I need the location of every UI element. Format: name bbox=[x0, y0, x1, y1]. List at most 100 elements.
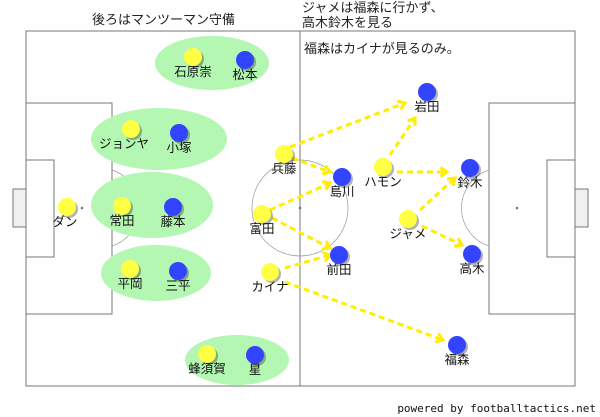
center-spot bbox=[298, 206, 302, 210]
center-circle bbox=[251, 159, 349, 257]
player-iwata[interactable]: 岩田 bbox=[414, 83, 440, 114]
pair-zone bbox=[101, 245, 211, 301]
player-marker[interactable] bbox=[236, 51, 254, 69]
player-marker[interactable] bbox=[58, 198, 76, 216]
player-marker[interactable] bbox=[253, 205, 271, 223]
player-marker[interactable] bbox=[170, 124, 188, 142]
right-note: 福森はカイナが見るのみ。 bbox=[304, 42, 460, 57]
player-name: ダン bbox=[52, 214, 77, 229]
right-title-line1: ジャメは福森に行かず、 bbox=[302, 1, 444, 16]
arrow-head bbox=[321, 180, 333, 191]
player-suzuki[interactable]: 鈴木 bbox=[457, 159, 483, 190]
player-maeda[interactable]: 前田 bbox=[326, 246, 352, 277]
player-marker[interactable] bbox=[261, 263, 279, 281]
pair-zones bbox=[91, 36, 289, 385]
player-name: 蜂須賀 bbox=[188, 361, 226, 376]
right-penalty-box bbox=[488, 102, 576, 315]
player-marker[interactable] bbox=[246, 346, 264, 364]
player-hachisuka[interactable]: 蜂須賀 bbox=[188, 345, 226, 376]
player-marker[interactable] bbox=[333, 168, 351, 186]
marking-arrow bbox=[291, 156, 331, 174]
marking-arrow bbox=[284, 280, 444, 342]
player-name: 藤本 bbox=[160, 214, 186, 229]
pair-zone bbox=[91, 172, 213, 238]
player-tomita[interactable]: 富田 bbox=[249, 205, 275, 236]
player-name: 鈴木 bbox=[457, 175, 483, 190]
player-name: 三平 bbox=[165, 278, 190, 293]
player-marker[interactable] bbox=[184, 48, 202, 66]
right-penalty-arc bbox=[461, 169, 490, 247]
player-hiraoka[interactable]: 平岡 bbox=[117, 260, 143, 291]
player-marker[interactable] bbox=[164, 198, 182, 216]
player-marker[interactable] bbox=[275, 145, 293, 163]
player-fujimoto[interactable]: 藤本 bbox=[160, 198, 186, 229]
player-ishihara[interactable]: 石原崇 bbox=[174, 48, 212, 79]
arrow-head bbox=[439, 166, 450, 178]
player-mihira[interactable]: 三平 bbox=[165, 262, 191, 293]
footer-credit: powered by footballtactics.net bbox=[397, 402, 596, 415]
player-marker[interactable] bbox=[169, 262, 187, 280]
arrow-head bbox=[434, 332, 446, 344]
player-marker[interactable] bbox=[198, 345, 216, 363]
marking-arrow bbox=[421, 224, 463, 247]
right-goal-area bbox=[546, 159, 576, 258]
arrow-head bbox=[321, 240, 333, 251]
player-marker[interactable] bbox=[448, 336, 466, 354]
marking-arrow bbox=[271, 216, 331, 250]
player-name: ハモン bbox=[364, 174, 402, 189]
player-name: 兵藤 bbox=[271, 161, 297, 176]
arrow-head bbox=[321, 164, 333, 176]
marking-arrow bbox=[418, 176, 457, 212]
player-marker[interactable] bbox=[113, 197, 131, 215]
player-matsumoto[interactable]: 松本 bbox=[232, 51, 258, 82]
arrow-head bbox=[453, 237, 465, 248]
player-name: 平岡 bbox=[117, 276, 142, 291]
player-hoshi[interactable]: 星 bbox=[246, 346, 266, 377]
player-shimakawa[interactable]: 島川 bbox=[329, 168, 355, 199]
player-name: 島川 bbox=[329, 184, 354, 199]
player-name: 福森 bbox=[444, 352, 470, 367]
player-marker[interactable] bbox=[374, 158, 392, 176]
left-goal-area bbox=[25, 159, 55, 258]
player-name: 高木 bbox=[459, 261, 485, 276]
arrow-head bbox=[396, 99, 408, 111]
player-name: 松本 bbox=[232, 67, 258, 82]
player-marker[interactable] bbox=[461, 159, 479, 177]
player-marker[interactable] bbox=[399, 210, 417, 228]
marking-arrows bbox=[269, 99, 465, 344]
marking-arrow bbox=[284, 253, 331, 270]
marking-arrow bbox=[388, 117, 417, 156]
player-marker[interactable] bbox=[122, 120, 140, 138]
arrow-head bbox=[407, 115, 417, 127]
player-fukumori[interactable]: 福森 bbox=[444, 336, 470, 367]
player-name: 石原崇 bbox=[174, 64, 212, 79]
player-marker[interactable] bbox=[463, 245, 481, 263]
player-takagi[interactable]: 高木 bbox=[459, 245, 485, 276]
player-jame[interactable]: ジャメ bbox=[390, 210, 427, 241]
player-name: ジョンヤ bbox=[99, 136, 149, 151]
player-jonya[interactable]: ジョンヤ bbox=[99, 120, 149, 151]
right-title-line2: 高木鈴木を見る bbox=[302, 16, 394, 31]
player-name: 常田 bbox=[109, 213, 134, 228]
left-penalty-spot bbox=[80, 206, 84, 210]
player-hyodo[interactable]: 兵藤 bbox=[271, 145, 297, 176]
player-marker[interactable] bbox=[330, 246, 348, 264]
player-name: 星 bbox=[249, 362, 262, 377]
player-hamon[interactable]: ハモン bbox=[364, 158, 402, 189]
player-name: 富田 bbox=[249, 221, 274, 236]
player-name: カイナ bbox=[251, 279, 288, 294]
player-name: 前田 bbox=[326, 262, 351, 277]
marking-arrow bbox=[269, 181, 331, 212]
player-kozuka[interactable]: 小塚 bbox=[166, 124, 192, 155]
marking-arrow bbox=[289, 101, 406, 149]
pitch bbox=[12, 30, 589, 387]
player-dan[interactable]: ダン bbox=[52, 198, 78, 229]
pair-zone bbox=[155, 36, 269, 90]
player-name: ジャメ bbox=[390, 226, 427, 241]
player-name: 小塚 bbox=[166, 140, 192, 155]
player-marker[interactable] bbox=[418, 83, 436, 101]
player-marker[interactable] bbox=[121, 260, 139, 278]
player-kaina[interactable]: カイナ bbox=[251, 263, 289, 294]
player-tsuneta[interactable]: 常田 bbox=[109, 197, 135, 228]
